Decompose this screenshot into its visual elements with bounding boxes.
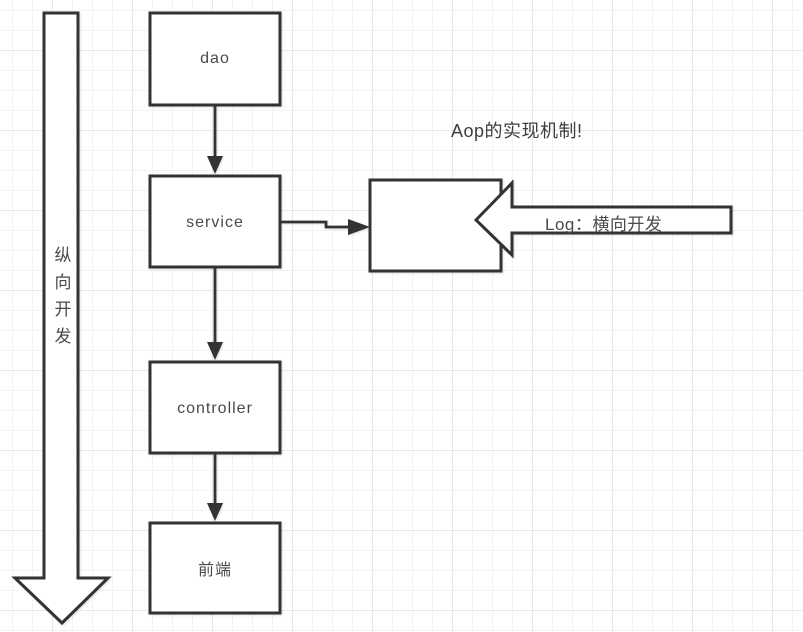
arrowhead-service-aopbox	[348, 219, 370, 235]
node-dao-label: dao	[200, 50, 230, 67]
node-controller	[148, 360, 282, 455]
log-arrow-label: Log：横向开发	[545, 215, 663, 234]
vertical-development-arrow	[11, 11, 112, 626]
log-block-arrow	[473, 179, 733, 259]
diagram-title: Aop的实现机制!	[451, 121, 583, 141]
arrowhead-service-controller	[207, 342, 223, 360]
arrowhead-controller-frontend	[207, 503, 223, 521]
node-aop-box	[368, 178, 503, 273]
node-service-label: service	[186, 214, 244, 231]
node-frontend-label: 前端	[197, 562, 233, 579]
vertical-arrow-label: 纵向开发	[51, 246, 71, 354]
node-controller-label: controller	[177, 400, 253, 417]
arrowhead-dao-service	[207, 156, 223, 174]
connector-service-aopbox	[280, 220, 350, 229]
node-frontend	[148, 521, 282, 615]
